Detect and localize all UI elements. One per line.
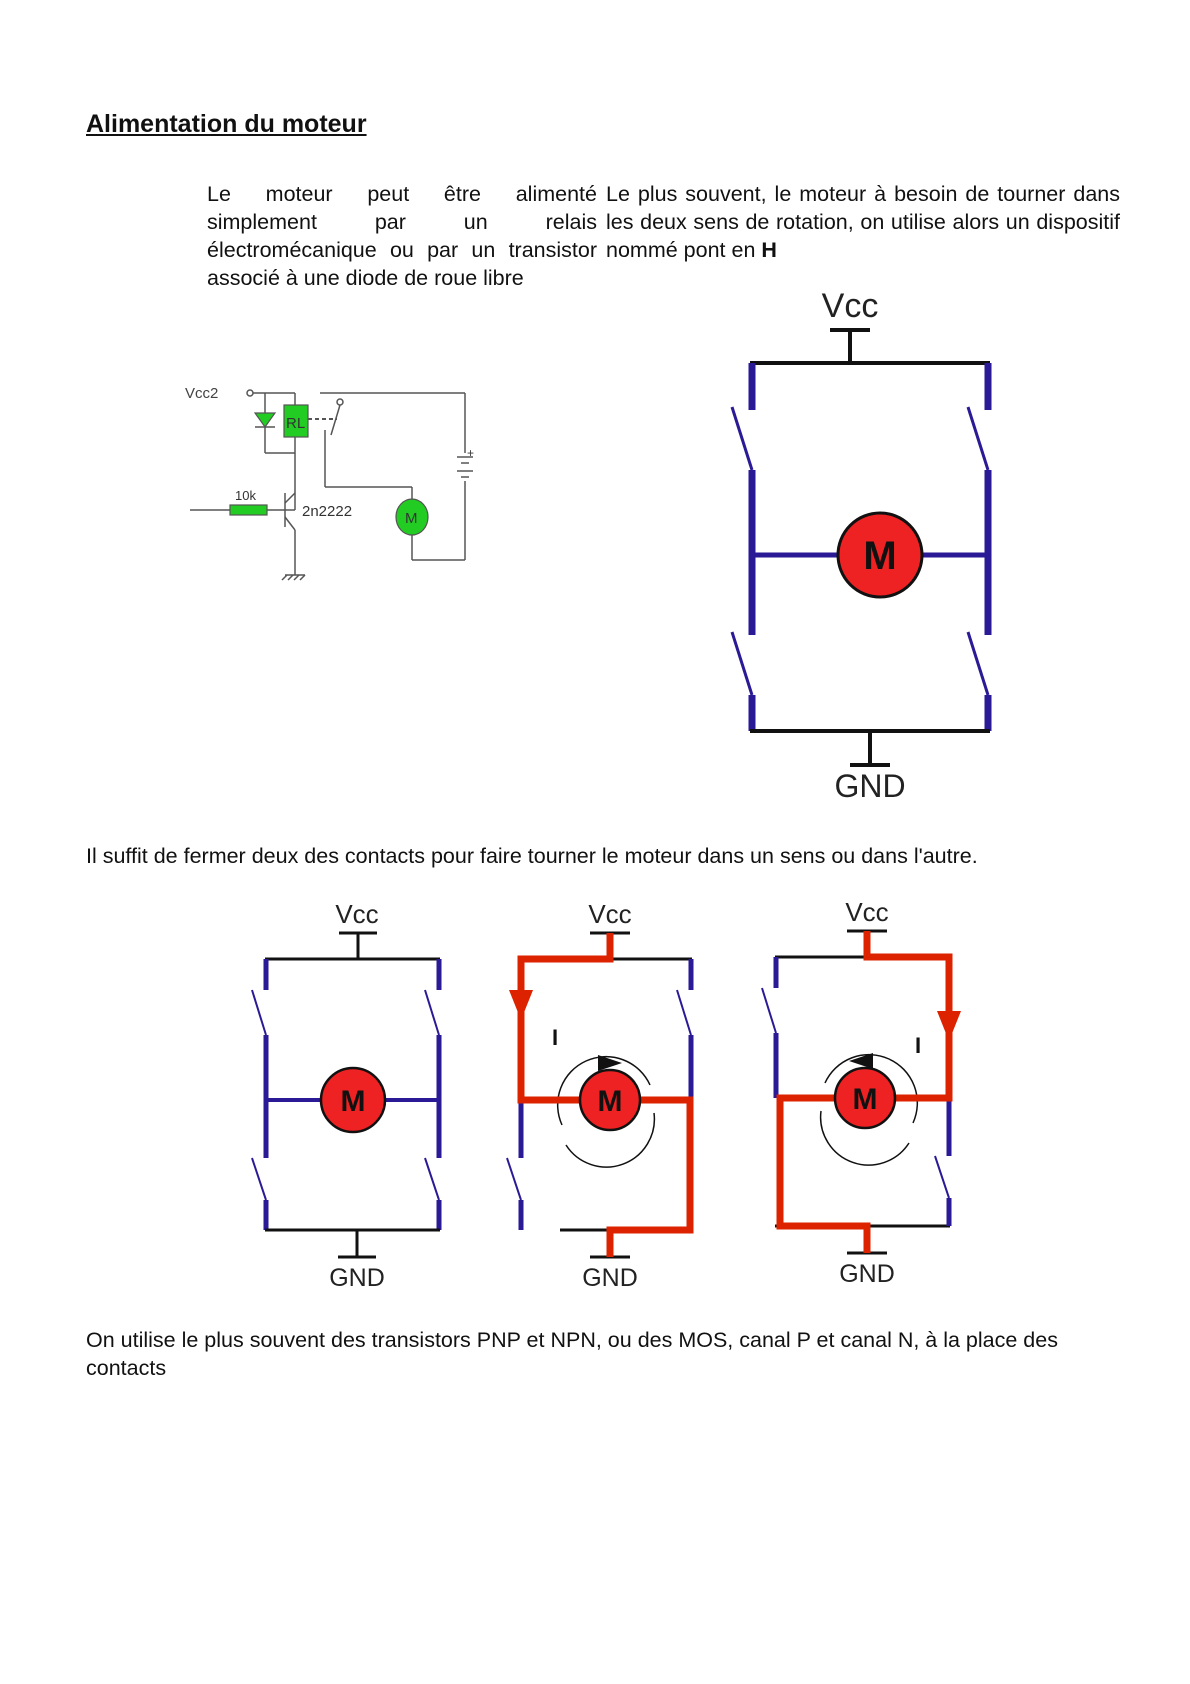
sentence-contacts: Il suffit de fermer deux des contacts po… <box>86 844 978 868</box>
motor-symbol-small <box>395 498 429 536</box>
current-arrow <box>937 1011 961 1041</box>
gnd-label: GND <box>834 768 905 804</box>
right-column-body: Le plus souvent, le moteur à besoin de t… <box>606 182 1120 262</box>
h-bridge-main-diagram: Vcc M GND <box>730 287 992 804</box>
current-arrow <box>509 990 533 1020</box>
vcc-label: Vcc <box>588 899 631 929</box>
relay-coil <box>283 404 309 438</box>
gnd-label: GND <box>329 1264 385 1292</box>
motor-label: M <box>341 1085 366 1118</box>
vcc-label: Vcc <box>822 287 879 325</box>
motor-symbol <box>836 511 924 599</box>
page-title: Alimentation du moteur <box>86 110 367 138</box>
transistor-label: 2n2222 <box>302 503 352 520</box>
motor-symbol <box>319 1066 387 1134</box>
relay-label: RL <box>286 415 305 432</box>
left-column-text: Le moteur peut être alimenté simplement … <box>207 182 597 290</box>
vcc-label: Vcc <box>335 899 378 929</box>
h-bridge-open: Vcc M GND <box>251 899 442 1292</box>
motor-symbol <box>578 1068 642 1132</box>
current-label: I <box>552 1025 558 1050</box>
right-column-bold: H <box>761 238 777 262</box>
h-bridge-direction-1: Vcc I M GND <box>506 899 694 1292</box>
gnd-label: GND <box>582 1264 638 1292</box>
resistor-label: 10k <box>235 488 256 503</box>
relay-circuit-diagram: Vcc2 RL 10k 2n2222 M + <box>185 385 474 581</box>
vcc2-label: Vcc2 <box>185 385 218 402</box>
h-bridge-direction-2: Vcc I M GND <box>761 897 961 1288</box>
diode-symbol <box>253 412 277 429</box>
right-column-text: Le plus souvent, le moteur à besoin de t… <box>606 180 1120 264</box>
current-label: I <box>915 1033 921 1058</box>
resistor <box>229 504 268 516</box>
gnd-label: GND <box>839 1260 895 1288</box>
motor-label: M <box>853 1083 878 1116</box>
sentence-transistors: On utilise le plus souvent des transisto… <box>86 1328 1058 1380</box>
motor-label: M <box>863 534 896 578</box>
battery-plus-label: + <box>467 446 474 460</box>
vcc-label: Vcc <box>845 897 888 927</box>
motor-label: M <box>598 1085 623 1118</box>
motor-symbol <box>833 1066 897 1130</box>
motor-label-small: M <box>405 510 418 527</box>
